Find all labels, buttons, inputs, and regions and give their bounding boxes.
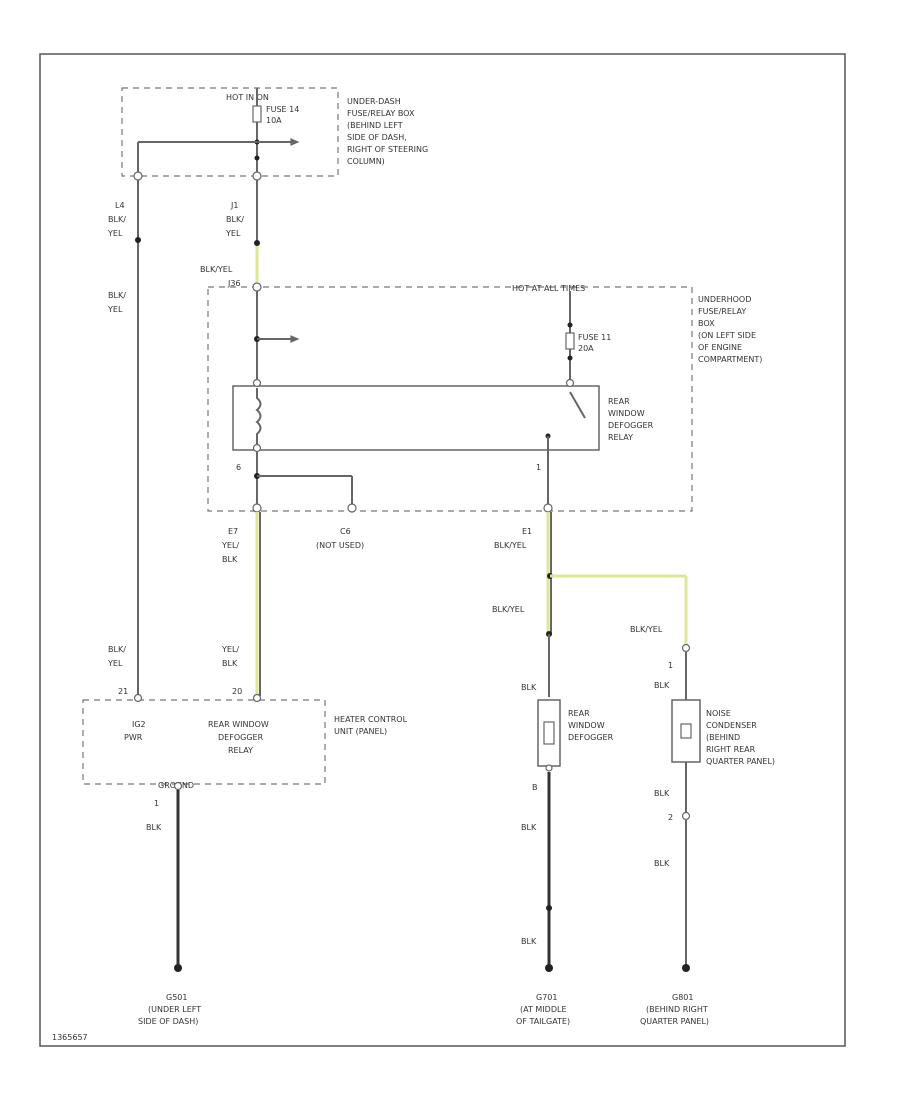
condenser-label: NOISE CONDENSER (BEHIND RIGHT REAR QUART… <box>706 709 775 766</box>
conn-e7-pin <box>252 503 262 513</box>
conn-j1-label: J1 BLK/ YEL <box>225 201 246 238</box>
rear-defogger-relay <box>232 385 600 451</box>
ground-g801-node <box>682 964 690 972</box>
wire-blkyel-mid-label: BLK/YEL <box>492 605 525 614</box>
node-underdash-2 <box>254 155 260 161</box>
conn-c6-label: C6 (NOT USED) <box>316 527 364 550</box>
wire-blkyel-left2-label: BLK/ YEL <box>107 645 128 668</box>
blk-def-top-label: BLK <box>521 683 537 692</box>
hcu-name-label: HEATER CONTROL UNIT (PANEL) <box>334 715 410 736</box>
hcu-pin-20 <box>252 693 262 703</box>
heater-control-unit <box>82 699 326 785</box>
hcu-pin-1 <box>173 781 183 791</box>
conn-e7-label: E7 YEL/ BLK <box>221 527 242 564</box>
conn-j36-label: BLK/YEL J36 <box>200 265 241 288</box>
underdash-fuse-box <box>121 87 339 177</box>
cond-pin2-label: 2 <box>668 813 673 822</box>
relay-label: REAR WINDOW DEFOGGER RELAY <box>608 397 656 442</box>
condenser-pin-2 <box>681 811 691 821</box>
hcu-relay-label: REAR WINDOW DEFOGGER RELAY <box>208 720 271 755</box>
relay-coil-top-pin <box>252 378 262 388</box>
g801-label: G801 (BEHIND RIGHT QUARTER PANEL) <box>640 993 710 1026</box>
fuse-14-icon <box>252 105 262 123</box>
g501-label: G501 (UNDER LEFT SIDE OF DASH) <box>138 993 204 1026</box>
fuse-11-icon <box>565 332 575 350</box>
wire-yelblk-low-label: YEL/ BLK <box>221 645 242 668</box>
relay-switch-top-pin <box>565 378 575 388</box>
blk-cond-mid-label: BLK <box>654 789 670 798</box>
blk-cond-low-label: BLK <box>654 859 670 868</box>
wire-blkyel-cond-label: BLK/YEL <box>630 625 663 634</box>
hcu-ig2-label: IG2 PWR <box>124 720 148 742</box>
conn-e1-label: E1 BLK/YEL <box>494 527 535 550</box>
arrow-underhood-head <box>290 335 300 343</box>
g701-label: G701 (AT MIDDLE OF TAILGATE) <box>516 993 570 1026</box>
blk-cond-top-label: BLK <box>654 681 670 690</box>
conn-l4-pin <box>133 171 143 181</box>
relay-coil-bottom-pin <box>252 443 262 453</box>
hot-at-all-times-label: HOT AT ALL TIMES <box>512 284 585 293</box>
defogger-element-icon <box>543 721 555 745</box>
hcu-pin1-label: 1 <box>154 799 159 808</box>
hcu-pin-21 <box>133 693 143 703</box>
blk-def-low-label: BLK <box>521 937 537 946</box>
conn-j1-pin <box>252 171 262 181</box>
fuse-14-label: FUSE 14 10A <box>266 105 302 125</box>
defogger-pin-b <box>545 764 553 772</box>
diagram-frame <box>39 53 846 1047</box>
underhood-box-label: UNDERHOOD FUSE/RELAY BOX (ON LEFT SIDE O… <box>698 295 762 364</box>
hot-in-on-label: HOT IN ON <box>226 93 269 102</box>
node-fuse11-top <box>567 322 573 328</box>
cond-pin1-label: 1 <box>668 661 673 670</box>
blk-def-mid-label: BLK <box>521 823 537 832</box>
node-j1-below <box>254 240 260 246</box>
relay-switch-arm <box>569 391 586 419</box>
ground-g701-node <box>545 964 553 972</box>
node-fuse11-bot <box>567 355 573 361</box>
wire-blkyel-left-label: BLK/ YEL <box>107 291 128 314</box>
relay-coil-icon <box>255 388 262 444</box>
fuse-11-label: FUSE 11 20A <box>578 333 614 353</box>
underhood-fuse-box <box>207 286 693 512</box>
conn-l4-label: L4 BLK/ YEL <box>107 201 128 238</box>
pin-def-b-label: B <box>532 783 538 792</box>
figure-code: 1365657 <box>52 1033 88 1042</box>
conn-c6-pin <box>347 503 357 513</box>
node-def-low <box>546 905 552 911</box>
arrow-underdash-head <box>290 138 300 146</box>
condenser-element-icon <box>680 723 692 739</box>
pin-relay-6-label: 6 <box>236 463 241 472</box>
condenser-pin-1 <box>681 643 691 653</box>
underdash-box-label: UNDER-DASH FUSE/RELAY BOX (BEHIND LEFT S… <box>347 97 431 166</box>
node-left-1 <box>135 237 141 243</box>
conn-e1-pin <box>543 503 553 513</box>
defogger-label: REAR WINDOW DEFOGGER <box>568 709 614 742</box>
ground-g501-node <box>174 964 182 972</box>
conn-j36-pin <box>252 282 262 292</box>
pin-21-label: 21 <box>118 687 128 696</box>
pin-20-label: 20 <box>232 687 242 696</box>
pin-relay-1-label: 1 <box>536 463 541 472</box>
wire-blk-left-label: BLK <box>146 823 162 832</box>
